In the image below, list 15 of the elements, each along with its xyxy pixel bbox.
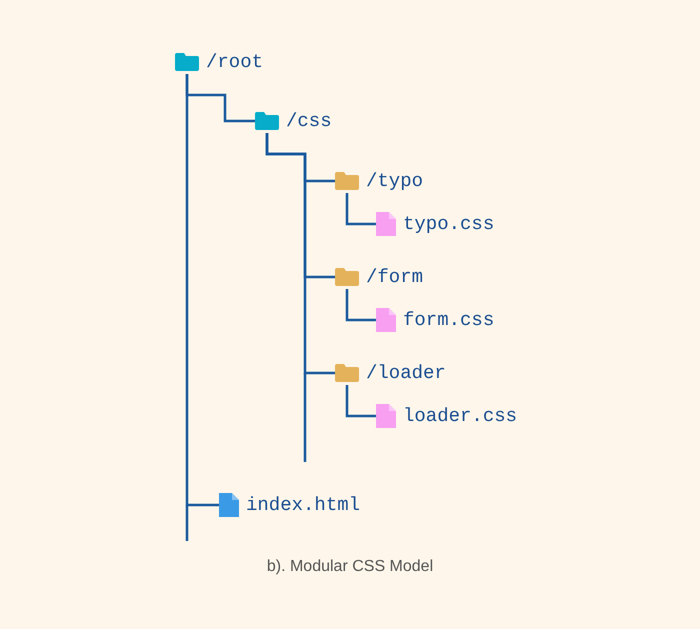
folder-name: /css: [286, 110, 332, 132]
folder-name: /loader: [366, 362, 446, 384]
tree-connector: [346, 289, 376, 322]
folder-name: /typo: [366, 170, 424, 192]
tree-connector: [346, 193, 376, 226]
caption: b). Modular CSS Model: [266, 558, 434, 575]
file-name: loader.css: [403, 405, 518, 427]
file-name: typo.css: [403, 213, 494, 235]
file-name: form.css: [403, 309, 494, 331]
file-name: index.html: [246, 494, 360, 516]
tree-connector: [346, 385, 376, 418]
folder-name: /form: [366, 266, 424, 288]
folder-name: /root: [206, 51, 264, 73]
tree-connector: [186, 74, 219, 506]
tree-connector: [266, 133, 335, 374]
